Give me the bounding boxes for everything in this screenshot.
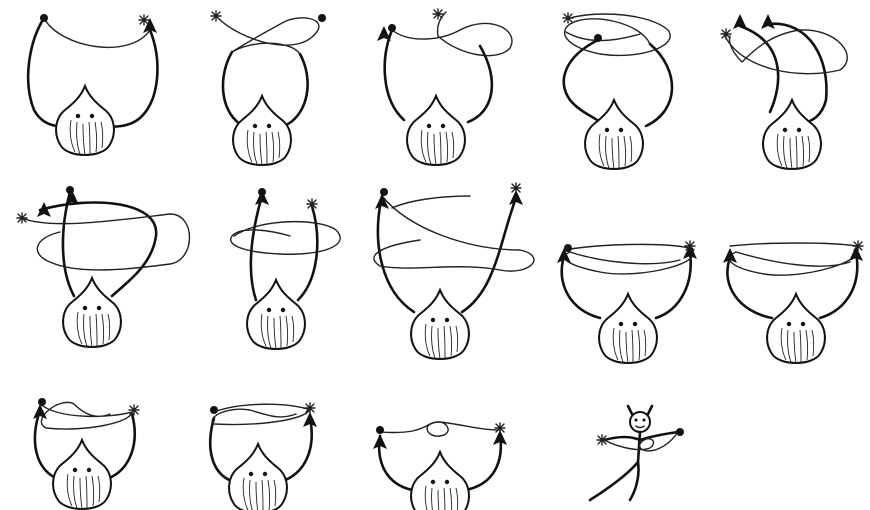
star-end-icon	[305, 403, 315, 413]
panel-r1c1	[28, 14, 157, 155]
star-end-icon	[597, 435, 607, 445]
star-end-icon	[685, 241, 695, 251]
panel-r1c5	[721, 14, 847, 169]
star-end-icon	[17, 213, 27, 223]
panel-r3c1	[33, 398, 139, 509]
head-icon	[599, 294, 657, 363]
head-icon	[767, 294, 825, 363]
panel-r2c5	[723, 241, 863, 363]
star-end-icon	[139, 15, 149, 25]
head-icon	[411, 452, 469, 510]
arrow-end-icon	[761, 14, 775, 29]
star-end-icon	[211, 11, 221, 21]
dot-end-icon	[40, 14, 48, 22]
arrow-end-icon	[255, 190, 269, 205]
panel-r2c1-loop	[211, 11, 326, 165]
head-icon	[233, 96, 291, 165]
head-icon	[585, 100, 643, 169]
panel-r2c4	[557, 241, 697, 363]
head-icon	[247, 280, 305, 349]
panel-r2c2	[231, 188, 341, 349]
imp-head-icon	[630, 412, 650, 432]
dot-end-icon	[376, 426, 384, 434]
dot-end-icon	[676, 428, 684, 436]
dot-end-icon	[380, 188, 388, 196]
star-end-icon	[129, 405, 139, 415]
panel-r1c3	[377, 9, 512, 165]
dot-end-icon	[594, 34, 602, 42]
star-end-icon	[433, 9, 443, 19]
dot-end-icon	[210, 406, 218, 414]
panel-r2c1	[17, 186, 190, 347]
head-icon	[56, 86, 114, 155]
dot-end-icon	[318, 14, 326, 22]
dot-end-icon	[38, 398, 46, 406]
head-icon	[53, 440, 111, 509]
panel-r3c4-imp	[590, 406, 684, 500]
head-icon	[411, 290, 469, 359]
head-icon	[229, 444, 287, 510]
panel-r1c4	[563, 13, 672, 169]
star-end-icon	[721, 29, 731, 39]
star-end-icon	[563, 13, 573, 23]
star-end-icon	[495, 423, 505, 433]
star-end-icon	[853, 241, 863, 251]
head-icon	[407, 96, 465, 165]
panel-r2c3	[374, 183, 534, 359]
star-end-icon	[511, 183, 521, 193]
arrow-end-icon	[33, 404, 47, 419]
panel-r3c3	[373, 422, 507, 510]
dot-end-icon	[388, 24, 396, 32]
star-end-icon	[307, 199, 317, 209]
panel-r3c2	[210, 403, 317, 510]
